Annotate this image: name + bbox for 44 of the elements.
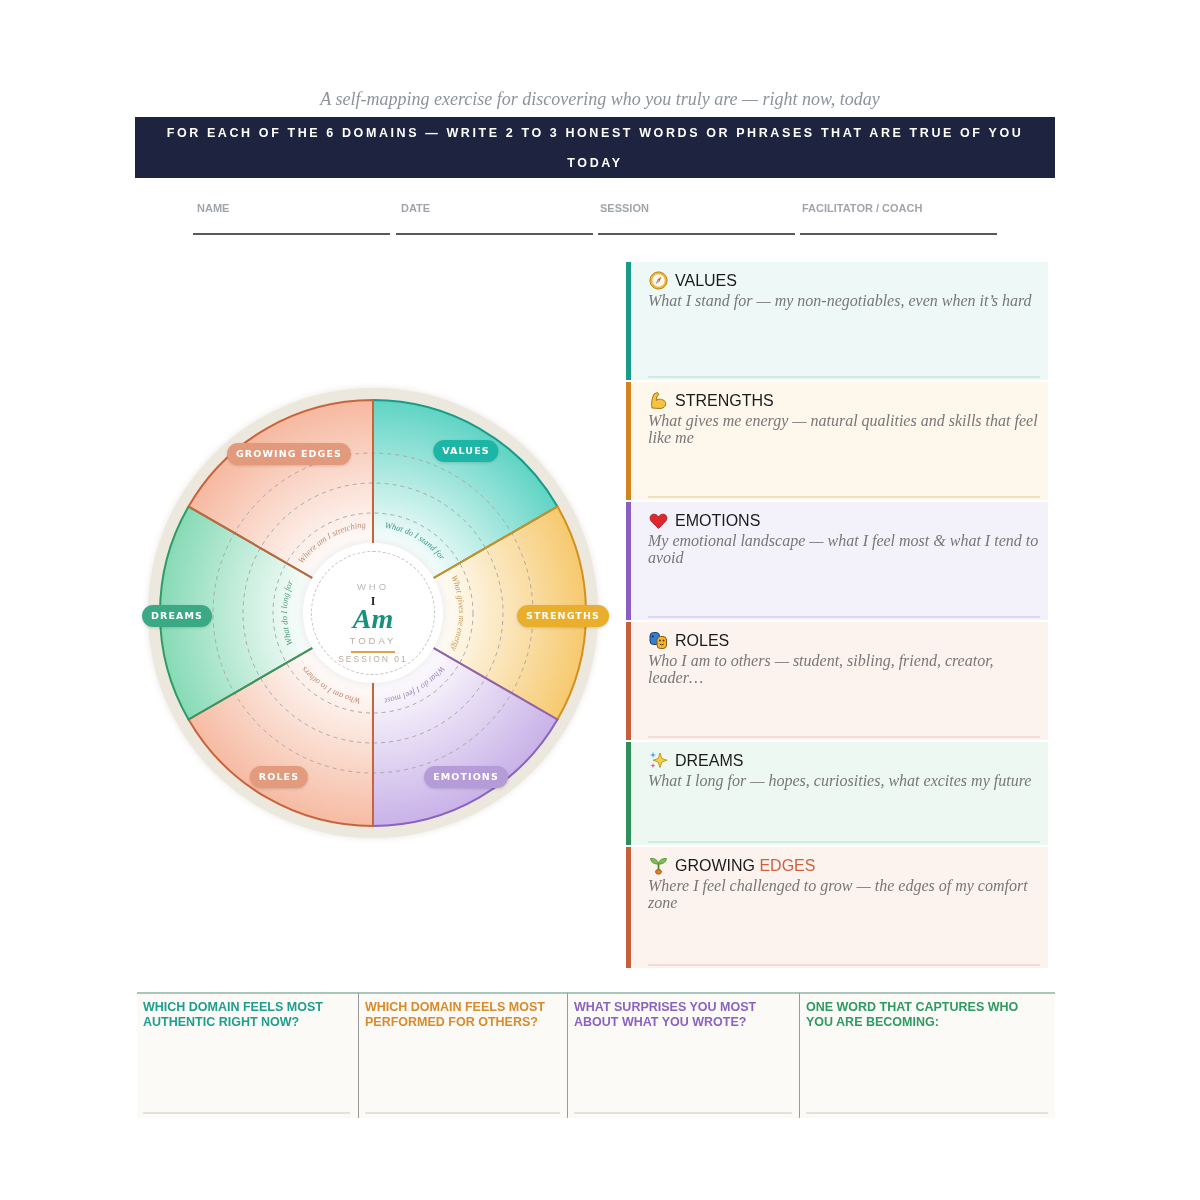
reflection-question: ONE WORD THAT CAPTURES WHO YOU ARE BECOMING:	[806, 1000, 1020, 1030]
domain-card	[626, 742, 1048, 845]
domain-heading: VALUES	[675, 271, 737, 290]
center-text: TODAY	[349, 636, 397, 646]
domain-tag: ROLES	[249, 766, 309, 788]
domain-card	[626, 262, 1048, 380]
field-label: SESSION	[600, 202, 649, 215]
reflection-box	[358, 992, 567, 1118]
domain-card	[626, 847, 1048, 968]
reflection-box	[137, 992, 358, 1118]
center-text: WHO	[356, 582, 390, 592]
subtitle: A self-mapping exercise for discovering who you truly are — right now, today	[320, 88, 880, 110]
reflection-question: WHAT SURPRISES YOU MOST ABOUT WHAT YOU WROTE?	[574, 1000, 758, 1030]
domain-tag: VALUES	[433, 440, 499, 462]
field-label: FACILITATOR / COACH	[802, 202, 923, 215]
domain-tag: DREAMS	[142, 605, 212, 627]
domain-tag: GROWING EDGES	[226, 443, 352, 465]
reflection-question: WHICH DOMAIN FEELS MOST PERFORMED FOR OTHERS?	[365, 1000, 546, 1030]
instruction-banner	[135, 117, 1055, 178]
domain-description: What I long for — hopes, curiosities, what excites my future	[648, 772, 1033, 789]
center-text: Am	[352, 605, 394, 633]
field-label: DATE	[401, 202, 431, 215]
instruction-text: FOR EACH OF THE 6 DOMAINS — WRITE 2 TO 3 HONEST WORDS OR PHRASES THAT ARE TRUE OF YOU TODAY	[165, 124, 1025, 172]
domain-card	[626, 622, 1048, 740]
domain-tag: EMOTIONS	[424, 766, 508, 788]
domain-card	[626, 502, 1048, 620]
center-text: SESSION 01	[338, 655, 408, 664]
domain-heading: DREAMS	[675, 751, 744, 770]
domain-description: Where I feel challenged to grow — the edges of my comfort zone	[648, 877, 1029, 911]
domain-description: My emotional landscape — what I feel most & what I tend to avoid	[648, 532, 1040, 566]
domain-description: What I stand for — my non-negotiables, even when it’s hard	[648, 292, 1033, 309]
center-text: I	[370, 595, 376, 607]
field-label: NAME	[197, 202, 230, 215]
domain-heading: GROWING EDGES	[675, 856, 816, 875]
domain-description: What gives me energy — natural qualities and skills that feel like me	[648, 412, 1039, 446]
domain-heading: EMOTIONS	[675, 511, 761, 530]
reflection-question: WHICH DOMAIN FEELS MOST AUTHENTIC RIGHT NOW?	[143, 1000, 324, 1030]
domain-tag: STRENGTHS	[517, 605, 609, 627]
reflection-box	[799, 992, 1055, 1118]
domain-heading: ROLES	[675, 631, 730, 650]
domain-card	[626, 382, 1048, 500]
domain-heading: STRENGTHS	[675, 391, 774, 410]
domain-description: Who I am to others — student, sibling, friend, creator, leader…	[648, 652, 995, 686]
reflection-box	[567, 992, 799, 1118]
